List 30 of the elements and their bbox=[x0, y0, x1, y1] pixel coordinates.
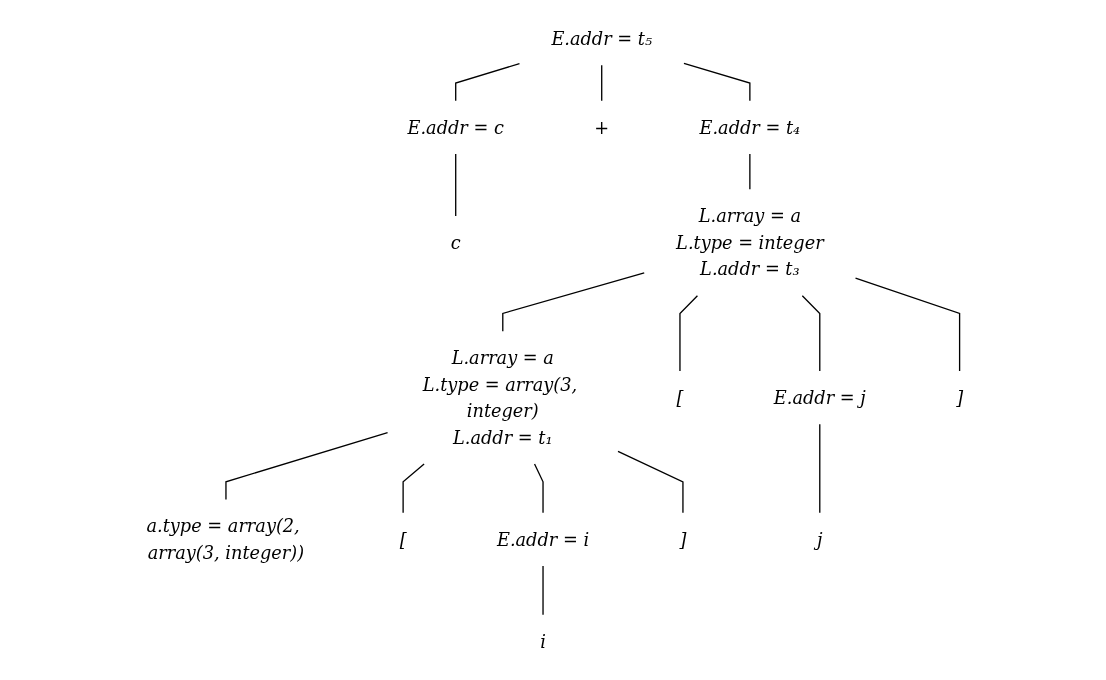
connector bbox=[402, 463, 425, 514]
connector bbox=[801, 295, 821, 372]
node-text: i bbox=[540, 630, 547, 652]
node-text: a.type = array(2, array(3, integer)) bbox=[146, 515, 305, 564]
node-text: L.array = a L.type = array(3, integer) L.addr = t₁ bbox=[422, 347, 578, 449]
connector bbox=[534, 463, 544, 514]
node-text: + bbox=[594, 116, 610, 138]
connector bbox=[455, 62, 521, 102]
connector bbox=[542, 565, 544, 616]
connector bbox=[502, 272, 645, 332]
node-text: [ bbox=[399, 528, 407, 551]
connector bbox=[455, 153, 457, 217]
connector bbox=[819, 423, 821, 514]
connector bbox=[617, 450, 684, 514]
node-text: c bbox=[450, 231, 461, 254]
connector bbox=[679, 295, 699, 372]
node-text: E.addr = t₅ bbox=[551, 28, 653, 50]
connector bbox=[749, 153, 751, 190]
node-text: ] bbox=[679, 528, 687, 551]
node-text: [ bbox=[676, 386, 684, 409]
node-text: E.addr = j bbox=[773, 386, 866, 409]
connector bbox=[225, 431, 389, 501]
node-text: E.addr = t₄ bbox=[699, 116, 801, 138]
node-text: ] bbox=[956, 386, 964, 409]
connector bbox=[855, 277, 961, 372]
node-text: E.addr = c bbox=[407, 116, 505, 138]
connector bbox=[601, 64, 603, 102]
node-text: E.addr = i bbox=[497, 528, 590, 551]
connector bbox=[683, 62, 751, 102]
node-text: L.array = a L.type = integer L.addr = t₃ bbox=[676, 205, 824, 280]
